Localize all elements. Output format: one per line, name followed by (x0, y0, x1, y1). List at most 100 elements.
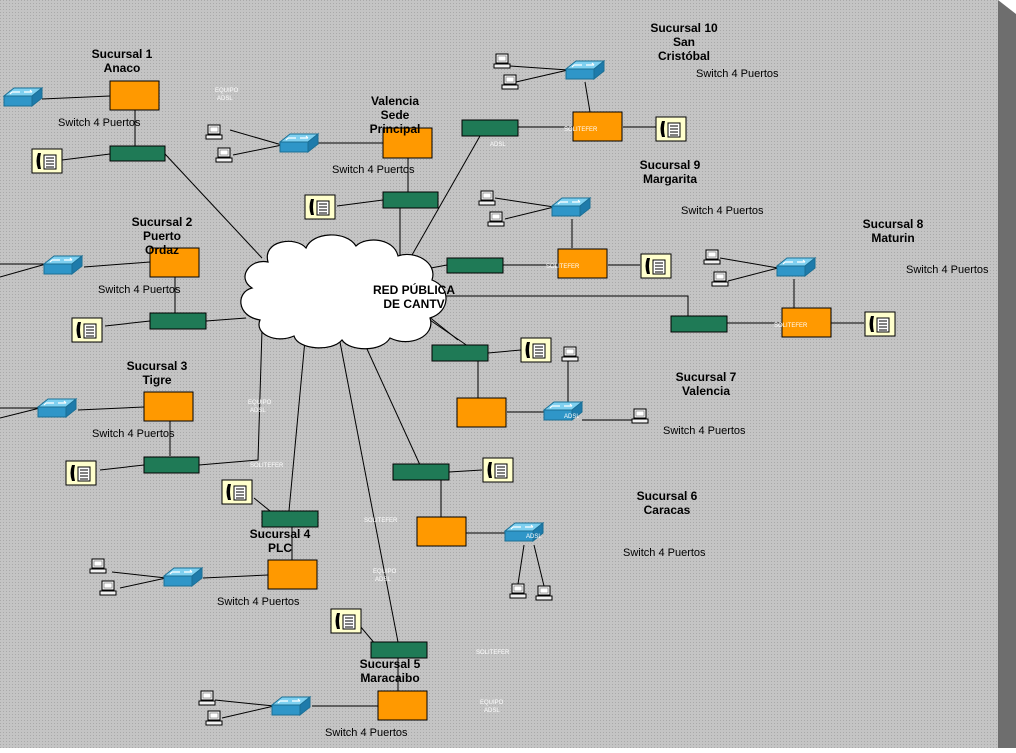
switch-label: Switch 4 Puertos (217, 596, 300, 608)
branch-maturin-title: Sucursal 8 (863, 217, 924, 231)
phone-icon[interactable] (330, 608, 362, 634)
adsl-label: ADSL (250, 408, 266, 414)
branch-caracas-name: Caracas (644, 503, 691, 517)
adsl-label: ADSL (375, 577, 391, 583)
branch-caracas-title: Sucursal 6 (637, 489, 698, 503)
switch-label: Switch 4 Puertos (623, 547, 706, 559)
mux-valencia-sede[interactable] (382, 191, 439, 209)
pc-icon[interactable] (493, 53, 511, 69)
branch-valencia-7-name: Valencia (682, 384, 730, 398)
mux-maturin[interactable] (670, 315, 728, 333)
phone-icon[interactable] (520, 337, 552, 363)
pc-icon[interactable] (205, 710, 223, 726)
tiny-labels: EQUIPO ADSL ADSL SOLITEFER SOLITEFER SOL… (215, 88, 808, 714)
pc-icon[interactable] (509, 583, 527, 599)
adsl-label: ADSL (490, 142, 506, 148)
pc-icon[interactable] (198, 690, 216, 706)
router-plc[interactable] (267, 559, 318, 590)
switch-label: Switch 4 Puertos (58, 117, 141, 129)
adsl-label: ADSL (484, 708, 500, 714)
phone-icon[interactable] (71, 317, 103, 343)
mux-maracaibo[interactable] (370, 641, 428, 659)
pc-icon[interactable] (487, 211, 505, 227)
adsl-label: EQUIPO (373, 569, 397, 575)
modem-label: SOLITEFER (250, 463, 284, 469)
adsl-label: EQUIPO (215, 88, 239, 94)
branch-san-cristobal-name: San (673, 35, 695, 49)
modem-label: SOLITEFER (564, 127, 598, 133)
branch-maracaibo-title: Sucursal 5 (360, 657, 421, 671)
mux-valencia-7[interactable] (431, 344, 489, 362)
branch-margarita-title: Sucursal 9 (640, 158, 701, 172)
switch-label: Switch 4 Puertos (92, 428, 175, 440)
pc-icon[interactable] (561, 346, 579, 362)
modem-label: SOLITEFER (364, 518, 398, 524)
branch-valencia-sede-name2: Principal (370, 122, 421, 136)
phone-icon[interactable] (655, 116, 687, 142)
routers (109, 80, 832, 721)
mux-san-cristobal[interactable] (461, 119, 519, 137)
router-valencia-7[interactable] (456, 397, 507, 428)
switch-labels: Switch 4 Puertos Switch 4 Puertos Switch… (58, 68, 989, 739)
router-maracaibo[interactable] (377, 690, 428, 721)
router-valencia-sede[interactable] (382, 127, 433, 159)
branch-tigre-name: Tigre (142, 373, 171, 387)
mux-anaco[interactable] (109, 145, 166, 162)
branch-maracaibo-name: Maracaibo (360, 671, 419, 685)
pc-icon[interactable] (478, 190, 496, 206)
branch-tigre-title: Sucursal 3 (127, 359, 188, 373)
mux-tigre[interactable] (143, 456, 200, 474)
mux-caracas[interactable] (392, 463, 450, 481)
branch-plc-name: PLC (268, 541, 292, 555)
router-tigre[interactable] (143, 391, 194, 422)
branch-valencia-sede-title: Valencia (371, 94, 419, 108)
adsl-label: ADSL (217, 96, 233, 102)
pc-icon[interactable] (535, 585, 553, 601)
pc-icon[interactable] (703, 249, 721, 265)
phone-icon[interactable] (31, 148, 63, 174)
switch-label: Switch 4 Puertos (98, 284, 181, 296)
pc-icon[interactable] (89, 558, 107, 574)
adsl-label: ADSL (526, 534, 542, 540)
pc-icon[interactable] (205, 124, 223, 140)
router-puerto-ordaz[interactable] (149, 247, 200, 278)
branch-valencia-sede-name: Sede (381, 108, 410, 122)
multiplexers (109, 119, 728, 659)
modem-label: SOLITEFER (476, 650, 510, 656)
adsl-label: ADSL (564, 414, 580, 420)
router-margarita[interactable] (557, 248, 608, 279)
pc-icon[interactable] (711, 271, 729, 287)
branch-anaco-name: Anaco (104, 61, 141, 75)
mux-margarita[interactable] (446, 257, 504, 274)
pc-icon[interactable] (501, 74, 519, 90)
branch-puerto-ordaz-title: Sucursal 2 (132, 215, 193, 229)
mux-plc[interactable] (261, 510, 319, 528)
router-anaco[interactable] (109, 80, 160, 111)
pc-icon[interactable] (631, 408, 649, 424)
pc-icon[interactable] (99, 580, 117, 596)
switch-label: Switch 4 Puertos (325, 727, 408, 739)
branch-plc-title: Sucursal 4 (250, 527, 311, 541)
switch-label: Switch 4 Puertos (696, 68, 779, 80)
router-san-cristobal[interactable] (572, 111, 623, 142)
phone-icon[interactable] (65, 460, 97, 486)
pc-icon[interactable] (215, 147, 233, 163)
phone-icon[interactable] (221, 479, 253, 505)
phone-icon[interactable] (640, 253, 672, 279)
branch-titles: Sucursal 1 Anaco Valencia Sede Principal… (92, 21, 924, 685)
branch-valencia-7-title: Sucursal 7 (676, 370, 737, 384)
router-maturin[interactable] (781, 307, 832, 338)
branch-san-cristobal-name2: Cristóbal (658, 49, 710, 63)
switch-label: Switch 4 Puertos (332, 164, 415, 176)
phone-icon[interactable] (482, 457, 514, 483)
modem-label: SOLITEFER (774, 323, 808, 329)
switch-label: Switch 4 Puertos (906, 264, 989, 276)
mux-puerto-ordaz[interactable] (149, 312, 207, 330)
switch-label: Switch 4 Puertos (663, 425, 746, 437)
branch-san-cristobal-title: Sucursal 10 (650, 21, 718, 35)
phone-icon[interactable] (304, 194, 336, 220)
phone-icon[interactable] (864, 311, 896, 337)
router-caracas[interactable] (416, 516, 467, 547)
